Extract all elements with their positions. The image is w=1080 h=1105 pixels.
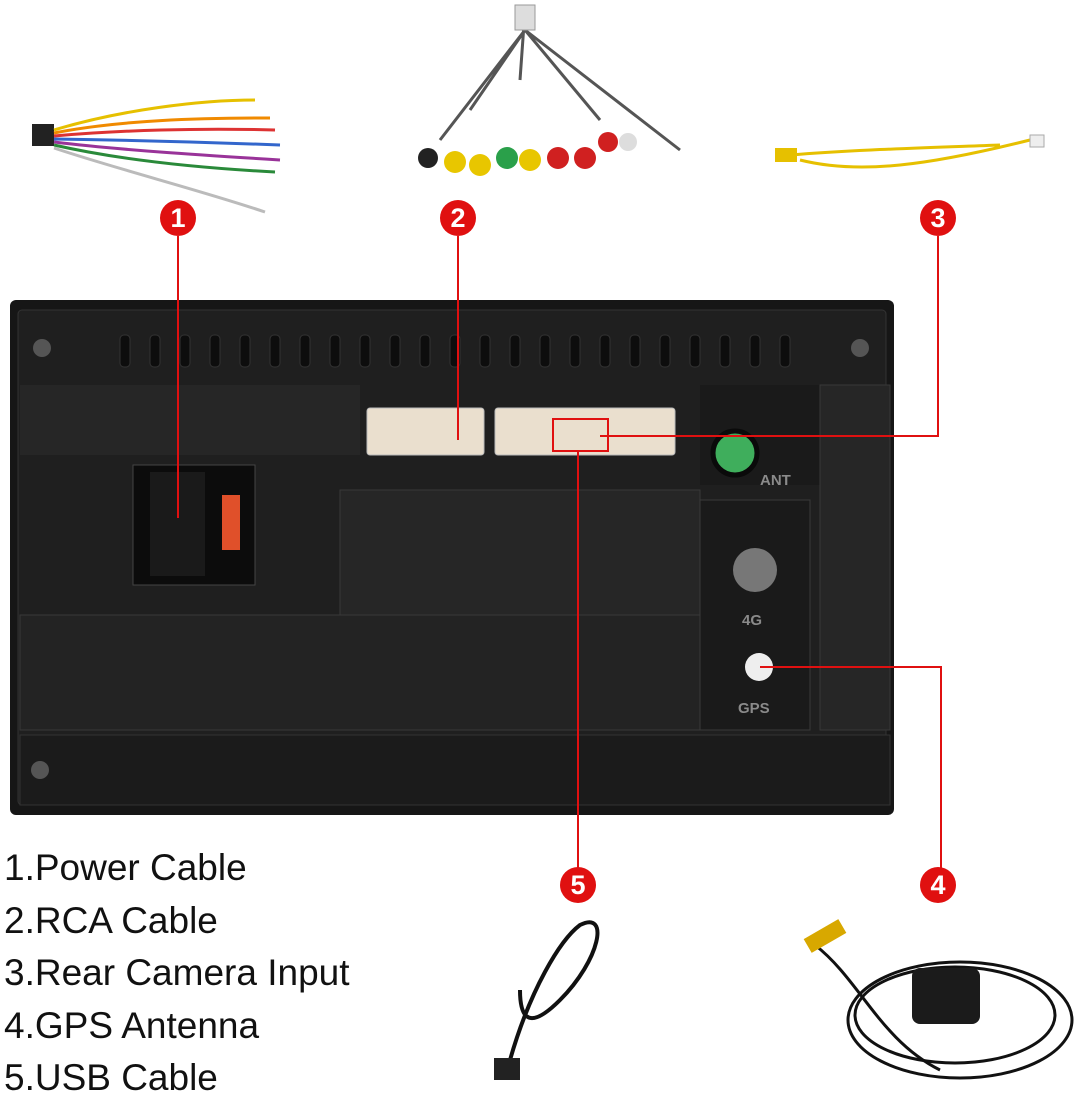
callout-lines (177, 236, 942, 868)
ant-label: ANT (760, 472, 791, 489)
rca-connectors (366, 407, 676, 456)
gps-port (745, 653, 773, 681)
gps-antenna-image (803, 919, 1074, 1080)
legend-item-usb-cable: 5.USB Cable (4, 1057, 218, 1098)
power-cable-harness-image (32, 98, 281, 214)
ant-port (710, 428, 760, 478)
legend-item-rear-camera-input: 3.Rear Camera Input (4, 952, 350, 993)
rca-cable-image (418, 4, 681, 176)
marker-4: 4 (920, 867, 956, 903)
4g-port (733, 548, 777, 592)
marker-5: 5 (560, 867, 596, 903)
4g-label: 4G (742, 612, 763, 629)
gps-label: GPS (738, 700, 770, 717)
marker-2: 2 (440, 200, 476, 236)
marker-3: 3 (920, 200, 956, 236)
rear-camera-cable-image (775, 134, 1045, 169)
legend-item-power-cable: 1.Power Cable (4, 847, 247, 888)
legend-item-gps-antenna: 4.GPS Antenna (4, 1004, 260, 1046)
legend-item-rca-cable: 2.RCA Cable (4, 899, 218, 941)
usb-cable-image (494, 920, 600, 1080)
marker-1: 1 (160, 200, 196, 236)
cable-legend: 1.Power Cable 2.RCA Cable 3.Rear Camera … (4, 842, 350, 1105)
power-port (132, 464, 256, 586)
